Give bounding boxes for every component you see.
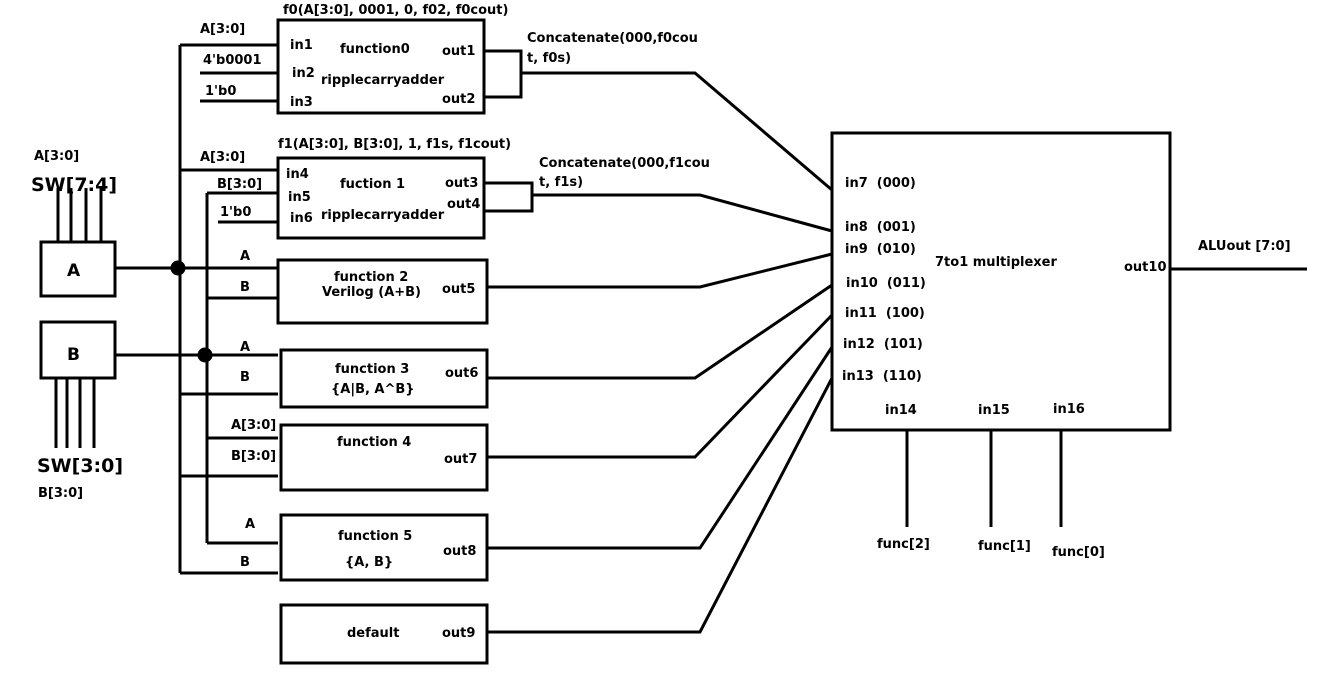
f1-in-b-label: B[3:0] [217,177,262,192]
bus-a [115,43,278,575]
f0-header: f0(A[3:0], 0001, 0, f02, f0cout) [283,3,508,18]
junction-dot-b [197,347,213,363]
f0-in-c-label: 1'b0 [205,84,236,99]
f5-out: out8 [443,544,476,559]
f1-port-in5: in5 [288,190,311,205]
f0-port-in3: in3 [290,95,313,110]
f2-out: out5 [442,282,475,297]
mux-input-in11: in11 (100) [845,306,925,321]
mux-select-in15: in15 [978,403,1010,418]
register-a-label: A [67,261,81,281]
mux-block [830,131,1172,432]
f0-port-out1: out1 [442,44,475,59]
f1-header: f1(A[3:0], B[3:0], 1, f1s, f1cout) [278,137,511,152]
f1-name: fuction 1 [340,177,405,192]
mux-select-in16: in16 [1053,402,1085,417]
mux-input-in7: in7 (000) [845,176,916,191]
bottom-switch-label: SW[3:0] [37,455,123,477]
mux-input-in10: in10 (011) [846,276,926,291]
f3-name: function 3 [335,362,409,377]
mux-input-in12: in12 (101) [843,337,923,352]
mux-input-in8: in8 (001) [845,220,916,235]
f0-in-a-label: A[3:0] [200,22,245,37]
f0-concat-line1: Concatenate(000,f0cou [527,31,698,46]
register-b-label: B [67,345,80,365]
select-signal-func2: func[2] [877,537,930,552]
f1-concat-line2: t, f1s) [539,175,583,190]
default-out: out9 [442,626,475,641]
f3-in-a: A [240,340,250,355]
f0-module: ripplecarryadder [321,73,445,88]
mux-input-in9: in9 (010) [845,242,916,257]
f4-name: function 4 [337,435,411,450]
f3-desc: {A|B, A^B} [331,382,415,397]
f1-in-a-label: A[3:0] [200,150,245,165]
f1-in-c-label: 1'b0 [220,205,251,220]
f5-in-b: B [240,555,250,570]
constant-wires [180,71,278,478]
f3-out: out6 [445,366,478,381]
f0-port-in1: in1 [290,38,313,53]
function4-block [279,423,489,492]
f1-port-out3: out3 [445,176,478,191]
function5-block [279,513,489,582]
top-switch-label: SW[7:4] [31,174,117,196]
f5-name: function 5 [338,529,412,544]
default-name: default [347,626,399,641]
f3-in-b: B [240,370,250,385]
f1-port-in6: in6 [290,211,313,226]
alu-output-label: ALUout [7:0] [1198,239,1291,254]
register-a [39,240,117,298]
f2-in-b: B [240,280,250,295]
f5-desc: {A, B} [345,555,393,570]
bus-b [115,191,278,545]
f0-concat-loop [484,49,523,99]
f0-in-b-label: 4'b0001 [203,53,262,68]
f0-port-out2: out2 [442,92,475,107]
switch-bundle-bottom [54,378,96,448]
f1-port-in4: in4 [286,167,309,182]
mux-out-port: out10 [1124,260,1167,275]
function0-block [276,18,486,115]
f1-concat-loop [484,181,534,213]
f2-in-a: A [240,249,250,264]
function2-block [276,258,489,325]
function3-block [279,348,489,409]
f4-in-b: B[3:0] [231,449,276,464]
select-signal-func1: func[1] [978,539,1031,554]
top-bus-label: A[3:0] [34,149,79,164]
f5-in-a: A [245,517,255,532]
mux-input-wires [487,71,834,634]
f1-module: ripplecarryadder [321,208,445,223]
f2-desc: Verilog (A+B) [322,285,421,300]
f4-in-a: A[3:0] [231,418,276,433]
f2-name: function 2 [334,270,408,285]
select-signal-func0: func[0] [1052,545,1105,560]
mux-select-wires [905,430,1063,527]
mux-input-in13: in13 (110) [842,369,922,384]
f4-out: out7 [444,452,477,467]
f1-concat-line1: Concatenate(000,f1cou [539,156,710,171]
f1-port-out4: out4 [447,197,480,212]
switch-bundle-top [56,188,103,242]
mux-select-in14: in14 [885,403,917,418]
f0-port-in2: in2 [292,66,315,81]
mux-title: 7to1 multiplexer [935,255,1057,270]
function1-block [276,156,486,240]
junction-dot-a [170,260,186,276]
register-b [39,320,117,380]
bottom-bus-label: B[3:0] [38,486,83,501]
default-block [279,603,489,665]
f0-concat-line2: t, f0s) [527,51,571,66]
f0-name: function0 [340,42,410,57]
